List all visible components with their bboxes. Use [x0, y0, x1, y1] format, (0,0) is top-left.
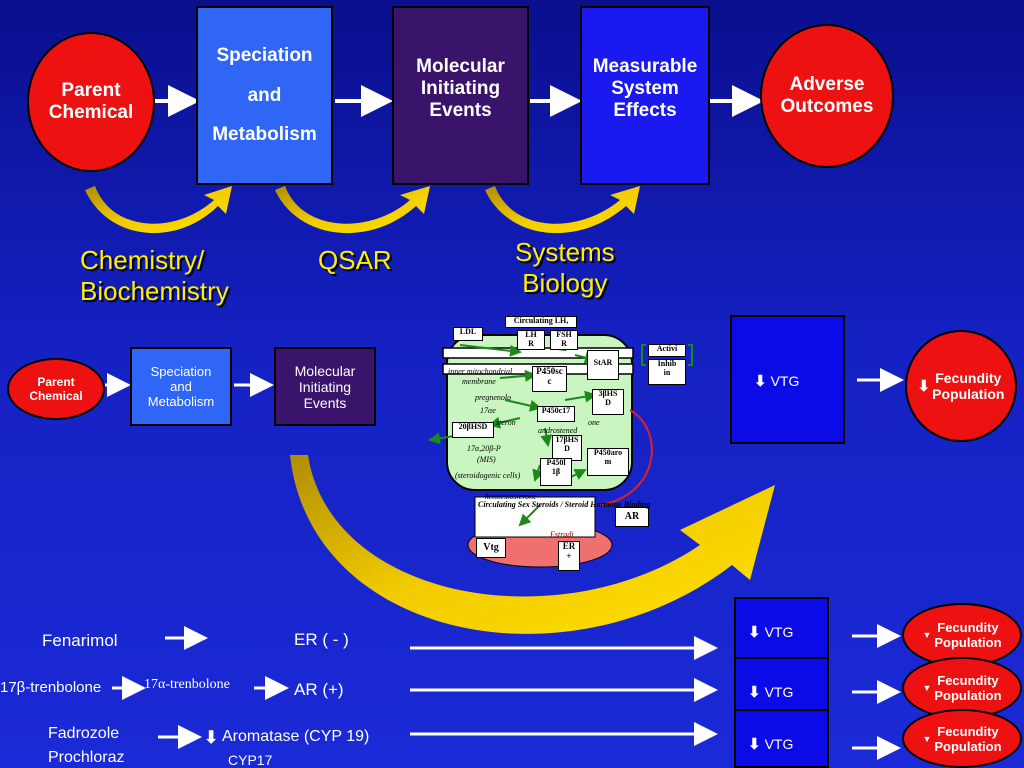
- down-arrow-icon: ⬇: [748, 684, 761, 701]
- bottom-fecundity-label-3: Fecundity Population: [934, 723, 1002, 754]
- pathway-pregnenolone: pregnenolo: [475, 393, 512, 402]
- label-systems-biology: Systems Biology: [515, 237, 615, 298]
- bottom-vtg-label-3: VTG: [764, 736, 794, 752]
- bottom-fecundity-node-1: ▼ Fecundity Population: [902, 603, 1022, 667]
- pathway-fsh-r: FSH R: [550, 330, 578, 350]
- fenarimol-label: Fenarimol: [42, 631, 118, 650]
- green-arrow: [488, 416, 521, 429]
- down-arrow-icon: ⬇: [917, 378, 931, 395]
- pathway-lh-r: LH R: [517, 330, 545, 350]
- bottom-fecundity-label-2: Fecundity Population: [934, 673, 1002, 703]
- trenbolone-beta-label: 17β-trenbolone: [0, 679, 102, 696]
- pathway-17a20bp: 17α,20β-P: [467, 444, 501, 453]
- top-speciation-box: Speciation and Metabolism: [196, 6, 333, 185]
- pathway-p450scc: P450sc c: [532, 366, 567, 392]
- green-arrow: [499, 369, 537, 382]
- green-arrow: [532, 464, 544, 482]
- er-minus-label: ER ( - ): [294, 630, 349, 649]
- down-arrow-icon: ⬇: [754, 373, 767, 390]
- pathway-inner-mito: inner mitochondrial: [448, 367, 513, 376]
- pathway-17a: 17αe: [480, 406, 496, 415]
- green-arrow: [540, 427, 553, 447]
- green-bracket: [641, 344, 693, 366]
- bottom-vtg-box-2: ⬇ VTG: [734, 657, 829, 713]
- down-arrow-icon: ⬇: [748, 624, 761, 641]
- pathway-p45011b: P450l 1β: [540, 458, 572, 486]
- pathway-sterone: steron: [496, 418, 516, 427]
- green-arrow: [504, 399, 542, 412]
- mid-speciation-box: Speciation and Metabolism: [130, 347, 232, 426]
- pathway-circulating-lh: Circulating LH,: [505, 316, 577, 328]
- big-yellow-arc-arrow: [290, 455, 775, 634]
- mid-mie-box: Molecular Initiating Events: [274, 347, 376, 426]
- green-arrow: [459, 344, 522, 357]
- pathway-vtg: Vtg: [476, 538, 506, 558]
- pathway-p450c17: P450c17: [537, 406, 575, 422]
- pathway-20bhsd: 20βHSD: [452, 422, 494, 438]
- bottom-vtg-box-3: ⬇ VTG: [734, 709, 829, 768]
- pathway-one: one: [588, 418, 600, 427]
- pathway-3bhsd: 3βHS D: [592, 389, 624, 415]
- top-mse-box: Measurable System Effects: [580, 6, 710, 185]
- pathway-estradiol: Estradi: [550, 530, 574, 539]
- mid-parent-chemical-node: Parent Chemical: [7, 358, 105, 420]
- pathway-androstened: androstened: [538, 426, 578, 435]
- prochloraz-label: Prochloraz: [48, 749, 125, 766]
- yellow-curve-arrow-2: [275, 186, 430, 234]
- green-arrow: [564, 390, 597, 403]
- top-parent-chemical-node: Parent Chemical: [27, 32, 155, 172]
- pathway-star: StAR: [587, 350, 619, 380]
- yellow-curve-arrow-1: [85, 186, 232, 234]
- pathway-er: ER +: [558, 541, 580, 571]
- down-triangle-icon: ▼: [922, 630, 932, 640]
- aromatase-label: Aromatase (CYP 19): [222, 728, 370, 745]
- bottom-vtg-label-2: VTG: [764, 684, 794, 700]
- label-qsar: QSAR: [318, 245, 392, 275]
- ar-plus-label: AR (+): [294, 680, 344, 699]
- pathway-mis: (MIS): [477, 455, 496, 464]
- pathway-inhibin: Inhib in: [648, 359, 686, 385]
- pathway-circulating-box: [474, 496, 596, 538]
- bottom-fecundity-node-3: ▼ Fecundity Population: [902, 709, 1022, 768]
- yellow-curve-arrow-3: [485, 186, 640, 234]
- red-feedback-arrow: [599, 409, 653, 506]
- mid-fecundity-label: Fecundity Population: [932, 370, 1005, 402]
- mid-vtg-box: ⬇ VTG: [730, 315, 845, 444]
- top-mie-box: Molecular Initiating Events: [392, 6, 529, 185]
- pathway-circulating-sex-steroids: Circulating Sex Steroids / Steroid Hormo…: [478, 500, 651, 509]
- pathway-ldl: LDL: [453, 327, 483, 341]
- down-triangle-icon: ▼: [922, 683, 932, 693]
- bottom-vtg-label-1: VTG: [764, 624, 794, 640]
- top-adverse-outcomes-node: Adverse Outcomes: [760, 24, 894, 168]
- down-arrow-icon: ⬇: [204, 728, 219, 747]
- green-arrow: [518, 504, 541, 527]
- pathway-steroidogenic: (steroidogenic cells): [455, 471, 521, 480]
- down-arrow-icon: ⬇: [748, 736, 761, 753]
- pathway-ar: AR: [615, 507, 649, 527]
- mid-vtg-label: VTG: [770, 373, 800, 389]
- trenbolone-alpha-label: 17α-trenbolone: [144, 677, 230, 692]
- pathway-ketotestosterone: ketotestosterone: [485, 492, 537, 501]
- down-triangle-icon: ▼: [922, 733, 932, 744]
- bottom-fecundity-label-1: Fecundity Population: [934, 620, 1002, 650]
- label-chemistry-biochemistry: Chemistry/ Biochemistry: [80, 245, 229, 306]
- pathway-activin: Activi: [648, 344, 686, 357]
- fadrozole-label: Fadrozole: [48, 725, 120, 742]
- bottom-vtg-box-1: ⬇ VTG: [734, 597, 829, 659]
- mid-fecundity-node: ⬇ Fecundity Population: [905, 330, 1017, 442]
- pathway-membrane: membrane: [462, 377, 496, 386]
- pathway-p450arom: P450aro m: [587, 448, 629, 476]
- cyp17-label: CYP17: [228, 752, 273, 768]
